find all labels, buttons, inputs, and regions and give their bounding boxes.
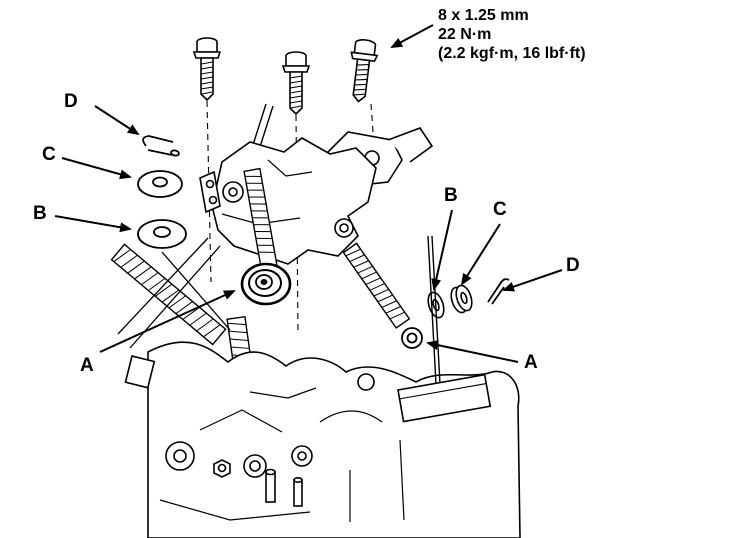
arrow-b-right [431, 209, 453, 291]
engine-assembly [124, 235, 521, 538]
torque-size-label: 8 x 1.25 mm [438, 7, 529, 24]
right-cable-spring [342, 242, 411, 329]
grommet-a-left-icon [240, 262, 292, 306]
arrow-torque-to-bolt [390, 24, 434, 48]
bolt-icon-left [192, 37, 222, 102]
callout-b-left: B [33, 203, 47, 224]
left-cable-spring [243, 167, 278, 269]
torque-spec-note: 8 x 1.25 mm 22 N·m (2.2 kgf·m, 16 lbf·ft… [438, 6, 586, 63]
washer-b-left-icon [137, 219, 187, 249]
callout-b-right: B [444, 185, 458, 206]
bolt-icon-middle [281, 51, 311, 116]
arrow-b-left [54, 215, 132, 233]
left-hose-coil [110, 243, 227, 346]
callout-c-right: C [493, 199, 507, 220]
arrow-a-right [426, 340, 519, 363]
clip-d-left-icon [142, 135, 180, 157]
callout-d-right: D [566, 255, 580, 276]
callout-a-left: A [80, 355, 94, 376]
callout-c-left: C [42, 144, 56, 165]
arrow-c-right [460, 223, 501, 286]
bolt-icon-right [350, 39, 379, 103]
clip-d-right-icon [487, 278, 510, 305]
arrow-d-left [94, 105, 140, 136]
shift-cable-bracket [199, 103, 434, 265]
arrow-a-left [99, 290, 236, 353]
cable-end-a-right-icon [401, 327, 423, 349]
torque-metric-label: 22 N·m [438, 26, 492, 43]
callout-arrows [54, 24, 563, 363]
arrow-d-right [502, 269, 563, 292]
arrow-c-left [61, 157, 132, 180]
washer-c-left-icon [137, 170, 183, 198]
callout-a-right: A [524, 352, 538, 373]
washer-c-right-icon [450, 284, 473, 314]
torque-alt-label: (2.2 kgf·m, 16 lbf·ft) [438, 45, 586, 62]
callout-d-left: D [64, 91, 78, 112]
